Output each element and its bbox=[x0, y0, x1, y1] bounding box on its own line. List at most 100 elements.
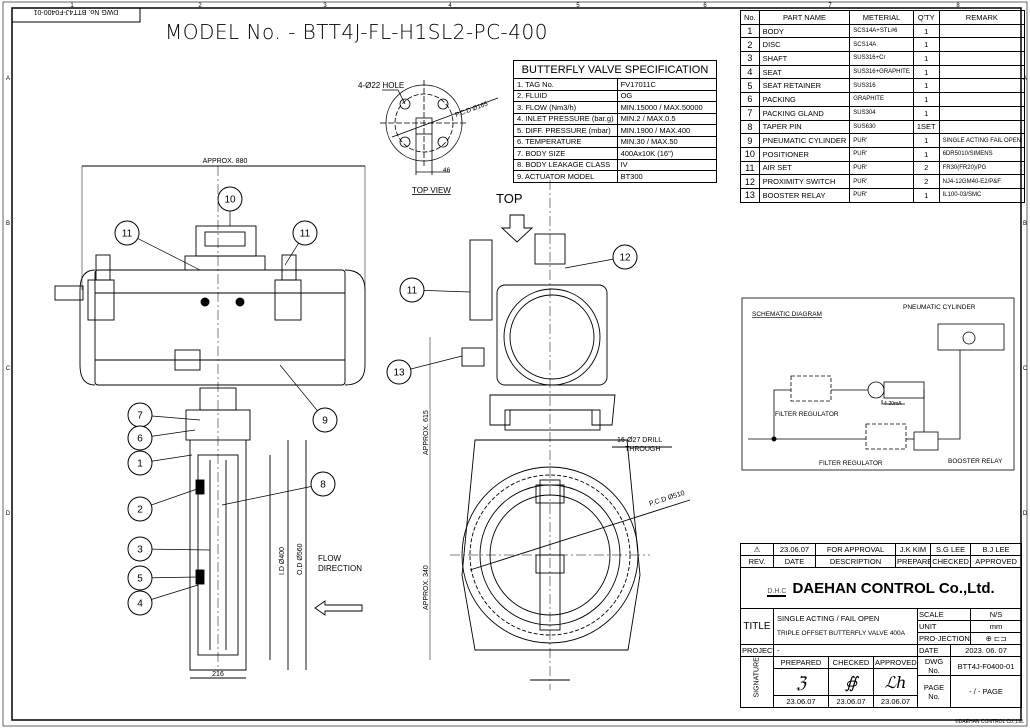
balloon-number: 2 bbox=[137, 505, 143, 516]
rev-approved: B.J LEE bbox=[970, 543, 1023, 556]
dwg-no-stamp: DWG No. BTT4J-F0400-01 bbox=[11, 7, 141, 23]
balloon-number: 9 bbox=[322, 416, 328, 427]
balloon-number: 7 bbox=[137, 411, 143, 422]
spec-value: BT300 bbox=[616, 170, 718, 183]
top-view bbox=[380, 80, 499, 175]
part-qty: 1 bbox=[912, 23, 940, 39]
part-qty: 1 bbox=[912, 187, 940, 203]
parts-header: REMARK bbox=[938, 10, 1026, 25]
spec-row: 4. INLET PRESSURE (bar.g)MIN.2 / MAX.0.5 bbox=[513, 112, 718, 125]
part-remark: FR30(FR20)/PG bbox=[938, 160, 1026, 176]
spec-label: 5. DIFF. PRESSURE (mbar) bbox=[513, 124, 618, 137]
part-name: PROXIMITY SWITCH bbox=[758, 174, 851, 189]
spec-title: BUTTERFLY VALVE SPECIFICATION bbox=[513, 60, 717, 79]
rev-header: REV. bbox=[740, 555, 774, 568]
rev-header: APPROVED bbox=[970, 555, 1023, 568]
spec-value: MIN.1900 / MAX.400 bbox=[616, 124, 718, 137]
schematic-booster-relay bbox=[913, 431, 939, 451]
sig-header: CHECKED bbox=[828, 656, 874, 669]
title-block: ⚠ 23.06.07 FOR APPROVAL J.K KIM S.G LEE … bbox=[739, 543, 1023, 708]
part-name: PACKING bbox=[758, 92, 851, 107]
top-arrow bbox=[500, 214, 534, 243]
part-qty: 1SET bbox=[912, 119, 940, 135]
signature-prepared: ℨ bbox=[773, 668, 829, 696]
part-no: 5 bbox=[740, 78, 760, 94]
balloon-number: 8 bbox=[320, 480, 326, 491]
balloon-number: 6 bbox=[137, 434, 143, 445]
balloon-circle bbox=[386, 359, 412, 385]
rev-header: CHECKED bbox=[930, 555, 972, 568]
rev-mark: ⚠ bbox=[740, 543, 774, 556]
copyright: ©DAEHAN CONTROL Co.,Ltd. bbox=[955, 719, 1025, 725]
sheet-border bbox=[11, 7, 1022, 721]
part-qty: 2 bbox=[912, 174, 940, 189]
part-remark bbox=[938, 78, 1026, 94]
part-material: SCS14A bbox=[849, 37, 914, 53]
spec-label: 2. FLUID bbox=[513, 89, 618, 102]
sig-date: 23.06.07 bbox=[828, 695, 874, 708]
balloon-circle bbox=[127, 565, 153, 591]
page-label: PAGE No. bbox=[917, 675, 952, 708]
top-view-label: TOP VIEW bbox=[412, 186, 451, 195]
balloon-circle bbox=[114, 220, 140, 246]
od-dim: O.D Ø560 bbox=[297, 543, 304, 575]
zone-row: B bbox=[6, 221, 10, 227]
spec-row: 1. TAG No.FV17011C bbox=[513, 78, 718, 91]
part-material: SUS630 bbox=[849, 119, 914, 135]
spec-label: 3. FLOW (Nm3/h) bbox=[513, 101, 618, 114]
part-material: PUR' bbox=[849, 133, 914, 148]
part-name: TAPER PIN bbox=[758, 119, 851, 135]
part-name: SHAFT bbox=[758, 51, 851, 66]
signature-label: SIGNATURE bbox=[740, 656, 774, 708]
part-material: PUR' bbox=[849, 187, 914, 203]
part-qty: 1 bbox=[912, 133, 940, 148]
spec-row: 3. FLOW (Nm3/h)MIN.15000 / MAX.50000 bbox=[513, 101, 718, 114]
zone-col: 1 bbox=[70, 3, 74, 9]
schematic-cylinder-label: PNEUMATIC CYLINDER bbox=[903, 304, 976, 311]
spec-label: 7. BODY SIZE bbox=[513, 147, 618, 160]
balloon-circle bbox=[127, 425, 153, 451]
balloon-number: 12 bbox=[619, 253, 631, 264]
spec-value: IV bbox=[616, 158, 718, 171]
sig-header: PREPARED bbox=[773, 656, 829, 669]
top-direction-label: TOP bbox=[496, 191, 523, 206]
part-remark bbox=[938, 92, 1026, 107]
flow-label: DIRECTION bbox=[318, 564, 362, 573]
approx-615-dim: APPROX. 615 bbox=[423, 410, 430, 455]
approx-880-dim: APPROX. 880 bbox=[203, 158, 248, 165]
leader-line bbox=[126, 232, 201, 271]
balloon-number: 11 bbox=[122, 229, 133, 240]
zone-col: 2 bbox=[198, 3, 202, 9]
part-qty: 1 bbox=[912, 105, 940, 121]
sig-date: 23.06.07 bbox=[773, 695, 829, 708]
part-name: PACKING GLAND bbox=[758, 105, 851, 121]
balloon-circle bbox=[310, 471, 336, 497]
part-no: 9 bbox=[740, 133, 760, 148]
spec-value: MIN.2 / MAX.0.5 bbox=[616, 112, 718, 125]
zone-row: A bbox=[6, 76, 10, 82]
part-remark bbox=[938, 64, 1026, 80]
schematic-diagram bbox=[741, 297, 1015, 471]
part-qty: 1 bbox=[912, 51, 940, 66]
parts-header: Q'TY bbox=[912, 10, 940, 25]
sig-header: APPROVED bbox=[872, 656, 919, 669]
spec-value: FV17011C bbox=[616, 78, 718, 91]
part-qty: 1 bbox=[912, 78, 940, 94]
zone-col: 4 bbox=[448, 3, 452, 9]
rev-date: 23.06.07 bbox=[773, 543, 816, 556]
company-logo: D.H.C bbox=[767, 587, 787, 597]
projection-symbol-icon: ⊕ ⊏⊐ bbox=[970, 632, 1023, 645]
schematic-signal-label: 4-20mA bbox=[884, 401, 902, 407]
spec-label: 1. TAG No. bbox=[513, 78, 618, 91]
